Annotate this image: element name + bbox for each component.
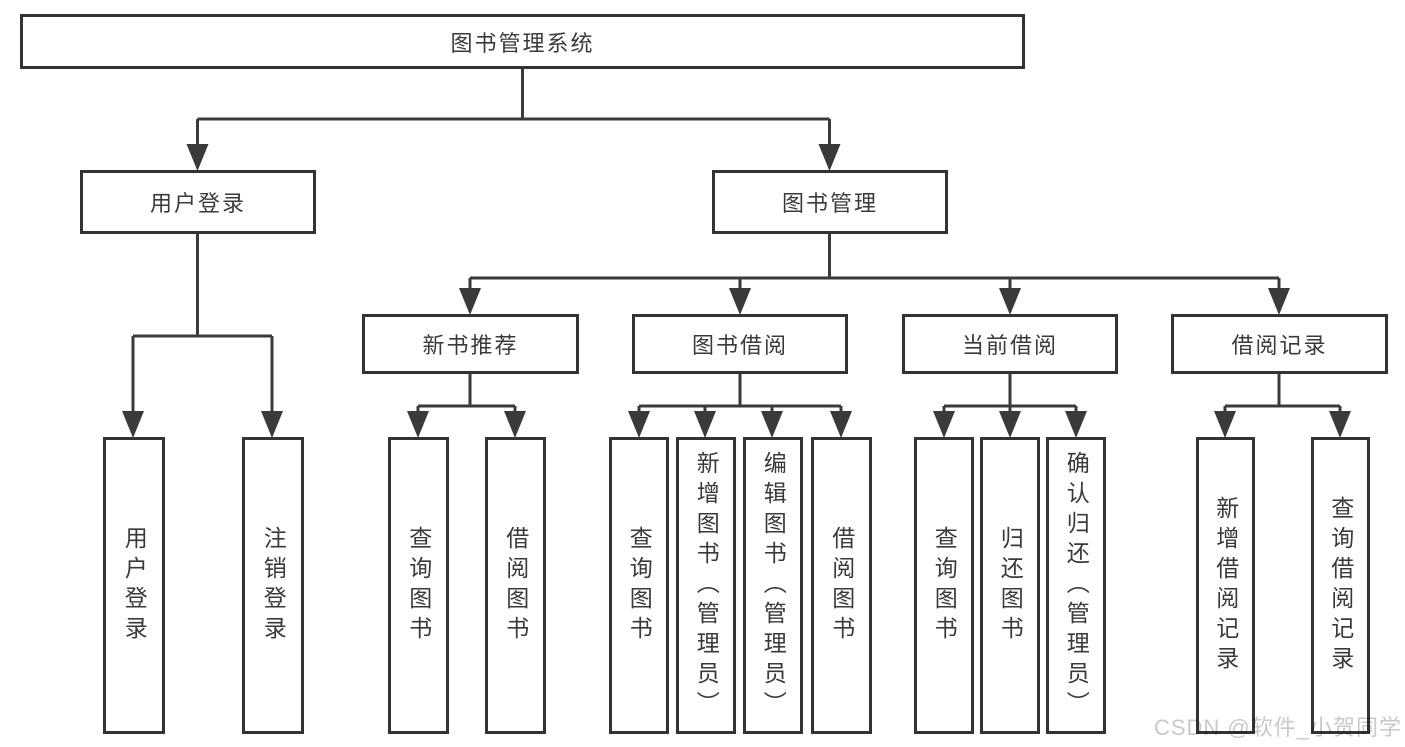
node-book-management: 图书管理: [712, 170, 948, 234]
leaf-query-books-borrow: 查询图书: [609, 437, 669, 734]
node-current-borrow: 当前借阅: [902, 314, 1118, 374]
node-borrow-records-label: 借阅记录: [1231, 333, 1328, 358]
leaf-add-borrow-record: 新增借阅记录: [1196, 437, 1255, 734]
leaf-edit-books-admin: 编辑图书（管理员）: [743, 437, 803, 734]
leaf-return-books-label: 归还图书: [997, 525, 1024, 646]
leaf-borrow-books: 借阅图书: [811, 437, 872, 734]
leaf-query-books-borrow-label: 查询图书: [626, 525, 653, 646]
node-book-borrow: 图书借阅: [632, 314, 848, 374]
leaf-query-books-recommend-label: 查询图书: [405, 525, 432, 646]
arrowheads: [122, 144, 1351, 438]
node-borrow-records: 借阅记录: [1171, 314, 1388, 374]
leaf-borrow-books-recommend: 借阅图书: [485, 437, 546, 734]
node-user-login: 用户登录: [80, 170, 316, 234]
node-new-book-recommend-label: 新书推荐: [422, 333, 519, 358]
leaf-user-login: 用户登录: [103, 437, 165, 734]
leaf-confirm-return-admin: 确认归还（管理员）: [1046, 437, 1106, 734]
node-current-borrow-label: 当前借阅: [961, 333, 1058, 358]
csdn-watermark: CSDN @软件_小贺同学: [1153, 715, 1402, 740]
node-book-management-label: 图书管理: [781, 191, 878, 216]
leaf-query-borrow-record: 查询借阅记录: [1311, 437, 1370, 734]
node-book-borrow-label: 图书借阅: [691, 333, 788, 358]
node-root-label: 图书管理系统: [450, 30, 595, 56]
node-new-book-recommend: 新书推荐: [362, 314, 579, 374]
leaf-borrow-books-label: 借阅图书: [828, 525, 855, 646]
leaf-query-books-current: 查询图书: [914, 437, 974, 734]
leaf-edit-books-admin-label: 编辑图书（管理员）: [760, 450, 787, 721]
leaf-query-books-current-label: 查询图书: [931, 525, 958, 646]
leaf-return-books: 归还图书: [980, 437, 1040, 734]
leaf-query-books-recommend: 查询图书: [388, 437, 449, 734]
leaf-query-borrow-record-label: 查询借阅记录: [1327, 495, 1354, 676]
leaf-user-login-label: 用户登录: [121, 525, 148, 646]
leaf-add-borrow-record-label: 新增借阅记录: [1212, 495, 1239, 676]
leaf-add-books-admin-label: 新增图书（管理员）: [693, 450, 720, 721]
leaf-borrow-books-recommend-label: 借阅图书: [502, 525, 529, 646]
leaf-confirm-return-admin-label: 确认归还（管理员）: [1063, 450, 1090, 721]
node-user-login-label: 用户登录: [149, 191, 246, 216]
leaf-logout: 注销登录: [242, 437, 304, 734]
leaf-add-books-admin: 新增图书（管理员）: [676, 437, 736, 734]
leaf-logout-label: 注销登录: [260, 525, 287, 646]
node-root: 图书管理系统: [20, 14, 1025, 69]
